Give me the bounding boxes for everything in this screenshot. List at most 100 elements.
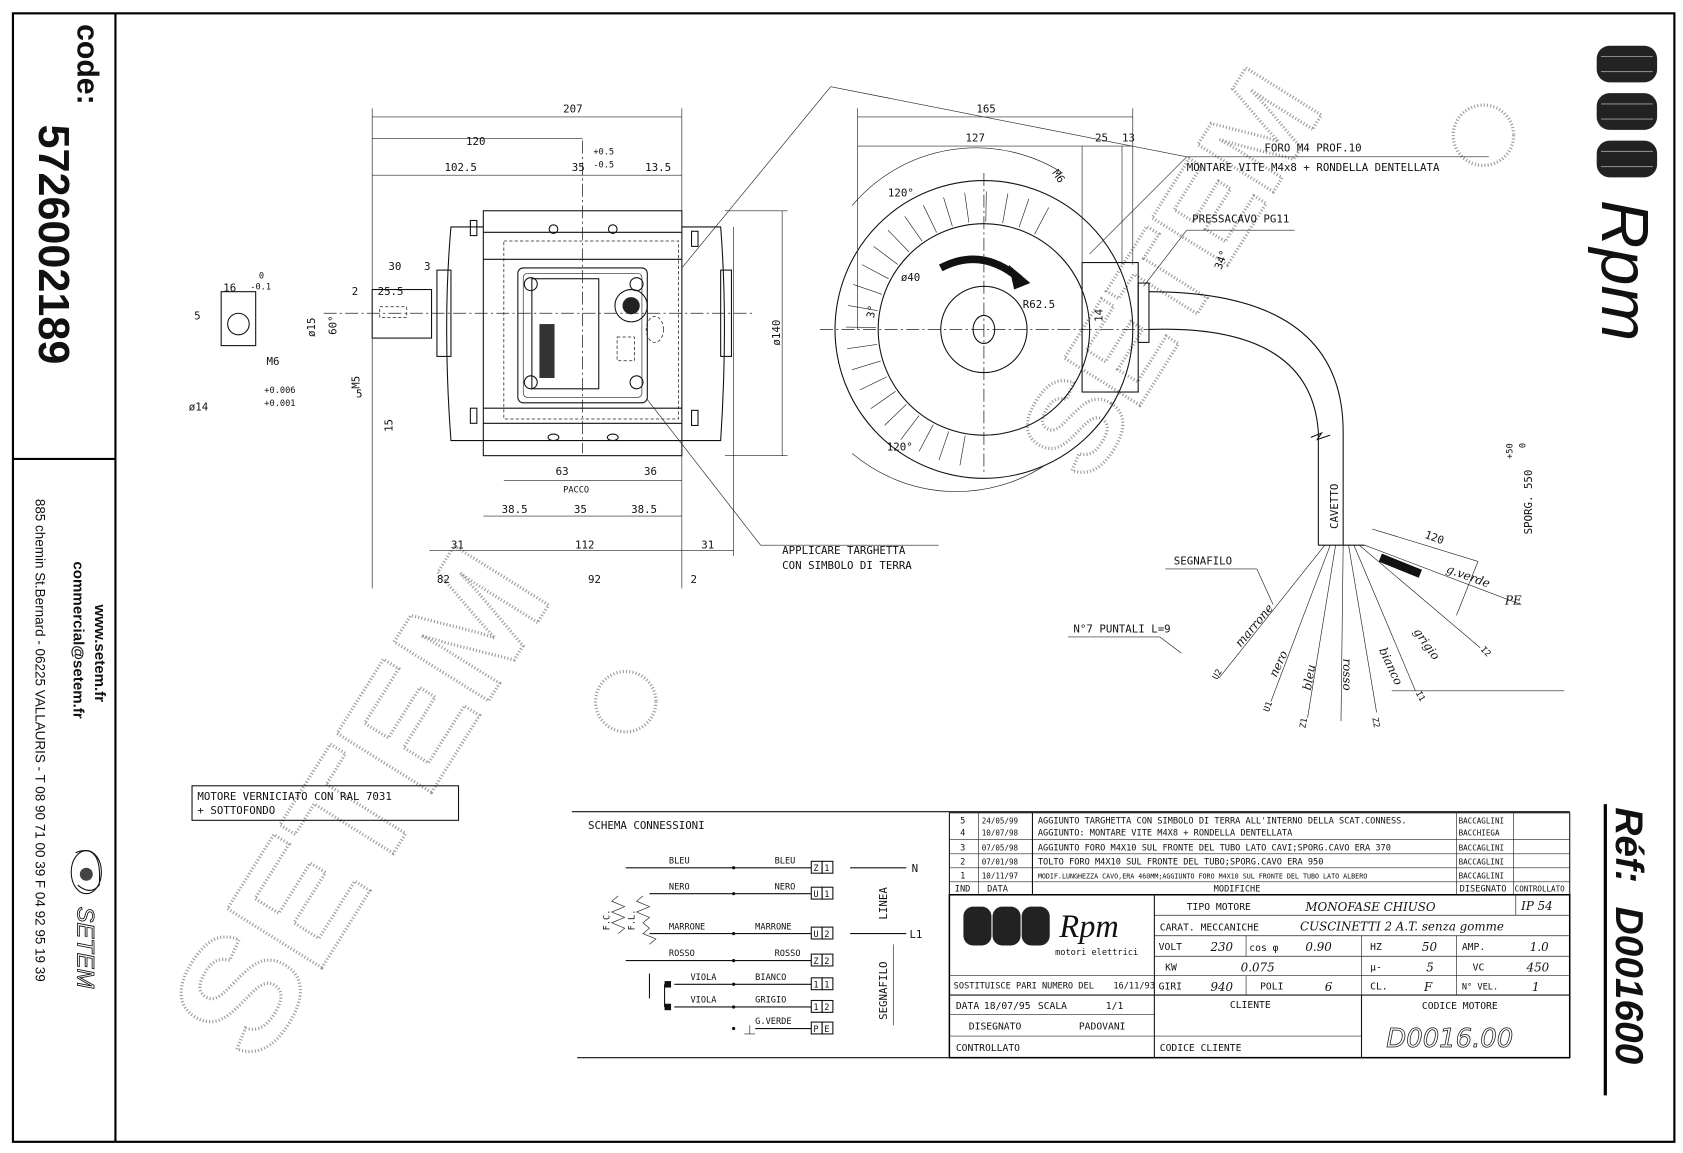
drawing-text: ø140	[770, 320, 783, 346]
drawing-text: F.L.	[627, 910, 637, 931]
drawing-text: 10/11/97	[982, 872, 1018, 881]
drawing-text: 0	[259, 272, 264, 282]
fan-fin	[964, 192, 970, 223]
fan-fin	[861, 264, 889, 280]
drawing-text: U	[813, 890, 818, 900]
drawing-text: 0	[1518, 443, 1528, 448]
drawing-text: + SOTTOFONDO	[197, 804, 275, 817]
drawing-text: L1	[909, 928, 922, 941]
drawing-text: 38.5	[502, 503, 528, 516]
drawing-text: 102.5	[444, 161, 476, 174]
drawing-text: 35	[572, 161, 585, 174]
drawing-text: Z	[813, 864, 818, 874]
fan-fin	[1002, 193, 1009, 224]
drawing-text: +0.001	[264, 399, 295, 409]
fan-fin	[847, 344, 878, 349]
drawing-text: ø15	[305, 318, 318, 337]
drawing-text: NERO	[775, 882, 796, 892]
drawing-text: 2	[824, 957, 829, 967]
drawing-text: -0.5	[593, 161, 614, 171]
drawing-text: BACCAGLINI	[1459, 844, 1504, 853]
email-link[interactable]: commercial@setem.fr	[69, 561, 86, 718]
drawing-text: CLIENTE	[1230, 1000, 1271, 1011]
drawing-text: 24/05/99	[982, 817, 1019, 826]
segnafilo-note: SEGNAFILO	[1174, 555, 1232, 568]
drawing-text: N	[912, 862, 918, 875]
drawing-text: ø14	[189, 400, 208, 413]
drawing-text: 35	[574, 503, 587, 516]
drawing-text: AMP.	[1462, 942, 1485, 953]
drawing-text: CON SIMBOLO DI TERRA	[782, 559, 912, 572]
motor-code-value: D0016.00	[1386, 1024, 1513, 1054]
drawing-text: 165	[976, 103, 995, 116]
drawing-text: 34°	[1212, 248, 1231, 271]
drawing-text: CUSCINETTI 2 A.T. senza gomme	[1300, 919, 1504, 933]
drawing-text: F.C.	[603, 910, 613, 931]
drawing-text: SOSTITUISCE PARI NUMERO DEL	[954, 982, 1094, 992]
drawing-text: CL.	[1370, 982, 1388, 993]
fan-fin	[870, 391, 896, 409]
drawing-text: 60°	[327, 315, 340, 334]
drawing-text: 5	[194, 310, 200, 323]
drawing-text: BACCAGLINI	[1459, 858, 1504, 867]
fan-fin	[845, 326, 877, 328]
drawing-text: GIRI	[1159, 982, 1182, 993]
drawing-text: MODIF.LUNGHEZZA CAVO,ERA 460MM;AGGIUNTO …	[1038, 873, 1367, 881]
drawing-text: 0.075	[1241, 960, 1275, 974]
rpm-brand-logo-icon	[963, 906, 1050, 946]
drawing-text: POLI	[1260, 982, 1283, 993]
fan-fin	[873, 246, 898, 265]
drawing-text: DISEGNATO	[969, 1022, 1022, 1033]
drawing-text: DATA	[956, 1001, 979, 1012]
left-info-strip: code: 5726002189 www.setem.fr commercial…	[12, 13, 117, 1142]
fan-fin	[1034, 207, 1050, 235]
paint-note-box: MOTORE VERNICIATO CON RAL 7031 + SOTTOFO…	[191, 785, 460, 821]
drawing-text: 120°	[887, 440, 913, 453]
drawing-text: 207	[563, 103, 582, 116]
drawing-text: IND	[955, 885, 971, 895]
drawing-text: 50	[1422, 940, 1438, 954]
drawing-text: PE	[1504, 594, 1522, 608]
drawing-text: 2	[352, 285, 358, 298]
drawing-text: VIOLA	[690, 996, 717, 1006]
drawing-text: GRIGIO	[755, 996, 786, 1006]
ref-label: Réf:	[1607, 807, 1650, 883]
fan-fin	[923, 205, 937, 233]
rotation-arrow-icon	[938, 255, 1022, 282]
drawing-text: N° VEL.	[1462, 983, 1498, 993]
drawing-text: 1	[1532, 980, 1540, 994]
drawing-text: 1	[813, 981, 818, 991]
drawing-text: 38.5	[631, 503, 657, 516]
drawing-text: 2	[960, 858, 965, 868]
drawing-text: 14	[1093, 309, 1106, 322]
drawing-text: HZ	[1370, 942, 1382, 953]
drawing-text: μ-	[1370, 962, 1382, 973]
drawing-text: 13	[1122, 132, 1135, 145]
fan-fin	[959, 435, 966, 466]
drawing-text: MOTORE VERNICIATO CON RAL 7031	[197, 790, 391, 803]
earth-label-note: APPLICARE TARGHETTA	[782, 544, 906, 557]
drawing-text: 2	[690, 573, 696, 586]
drawing-text: 1/1	[1106, 1001, 1124, 1012]
website-link[interactable]: www.setem.fr	[91, 604, 108, 703]
drawing-text: NERO	[669, 882, 690, 892]
drawing-text: 1	[813, 1003, 818, 1013]
drawing-text: 112	[575, 538, 594, 551]
drawing-text: rosso	[1340, 658, 1354, 690]
drawing-text: 07/01/98	[982, 858, 1019, 867]
drawing-text: BACCHIEGA	[1459, 828, 1500, 837]
rpm-coils-logo-icon	[1596, 45, 1658, 178]
drawing-text: F	[1423, 980, 1433, 994]
fan-fin	[847, 305, 878, 312]
drawing-text: I2	[1478, 645, 1492, 659]
drawing-text: BIANCO	[755, 973, 786, 983]
drawing-text: 1	[824, 864, 829, 874]
drawing-text: +0.5	[593, 148, 614, 158]
drawing-text: CODICE CLIENTE	[1160, 1043, 1242, 1054]
drawing-text: Rpm	[1058, 908, 1118, 944]
